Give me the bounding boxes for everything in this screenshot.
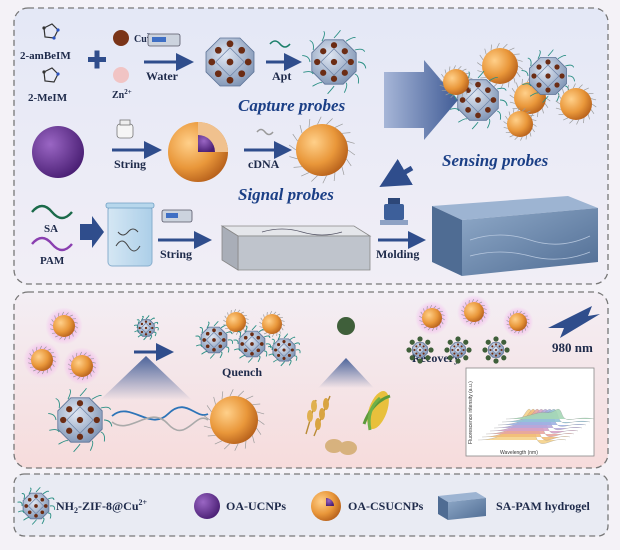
quench-label: Quench — [222, 365, 262, 379]
stirrer-icon-2 — [162, 210, 192, 222]
zn-ion-dot — [113, 67, 129, 83]
sa-label: SA — [44, 223, 58, 235]
step-molding: Molding — [376, 247, 419, 261]
legend-zif8-label: NH2-ZIF-8@Cu2+ — [56, 498, 148, 515]
core-shell-cutaway — [168, 122, 228, 182]
beaker-icon — [106, 203, 154, 266]
step-cdna: cDNA — [248, 157, 280, 171]
capture-probes-title: Capture probes — [238, 96, 346, 115]
signal-probes-title: Signal probes — [238, 185, 334, 204]
legend-csucnp-label: OA-CSUCNPs — [348, 499, 424, 513]
step-water: Water — [146, 69, 179, 83]
reagent-2-meim: 2-MeIM — [28, 92, 68, 104]
legend-hydrogel-label: SA-PAM hydrogel — [496, 499, 591, 513]
sa-pam-hydrogel-block — [432, 196, 598, 276]
inset-ylabel: Fluorescence intensity (a.u.) — [468, 381, 474, 444]
toxin-bound-aptamer-dots — [406, 336, 509, 363]
cu-ion-dot — [113, 30, 129, 46]
legend-ucnp-label: OA-UCNPs — [226, 499, 286, 513]
laser-wavelength: 980 nm — [552, 340, 593, 355]
stirrer-icon — [148, 34, 180, 46]
inset-xlabel: Wavelength (nm) — [500, 450, 538, 456]
step-string-2: String — [160, 247, 192, 261]
step-string-1: String — [114, 157, 146, 171]
oa-ucnp-particle — [32, 126, 84, 178]
legend-ucnp-icon — [194, 493, 220, 519]
zif8-cu-crystal — [206, 38, 254, 86]
step-apt: Apt — [272, 69, 291, 83]
reagent-2-ambeim: 2-amBeIM — [20, 50, 71, 62]
legend-csucnp-icon — [311, 491, 341, 521]
mold-tray — [222, 226, 370, 270]
pam-label: PAM — [40, 255, 65, 267]
target-toxin-dot — [337, 317, 355, 335]
legend-hydrogel-icon — [438, 492, 486, 520]
sensing-probes-title: Sensing probes — [442, 151, 549, 170]
fluorescence-spectra-inset: Fluorescence intensity (a.u.) Wavelength… — [466, 368, 594, 456]
